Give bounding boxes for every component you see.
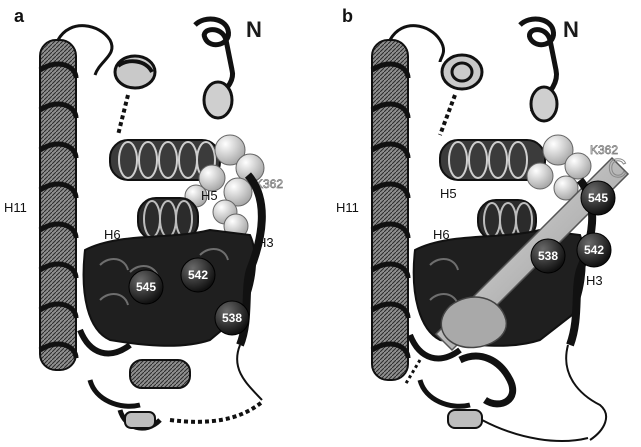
h11-label-b: H11 bbox=[336, 200, 359, 215]
helix-n-terminal-b bbox=[520, 19, 557, 121]
helix-top-small-b bbox=[442, 55, 482, 89]
helix-lower-b bbox=[410, 335, 588, 441]
residue-542-a: 542 bbox=[181, 258, 215, 292]
svg-text:545: 545 bbox=[136, 280, 156, 294]
h3-label-a: H3 bbox=[257, 235, 274, 250]
svg-text:538: 538 bbox=[538, 249, 558, 263]
residue-542-b: 542 bbox=[577, 233, 611, 267]
svg-text:538: 538 bbox=[222, 311, 242, 325]
panel-a-letter: a bbox=[14, 6, 25, 26]
svg-text:545: 545 bbox=[588, 191, 608, 205]
h5-label-a: H5 bbox=[201, 188, 218, 203]
n-terminus-label-a: N bbox=[246, 17, 262, 42]
h3-label-b: H3 bbox=[586, 273, 603, 288]
helix-top-small-a bbox=[115, 56, 155, 88]
h11-label-a: H11 bbox=[4, 200, 27, 215]
disordered-loop-top-a bbox=[118, 95, 128, 135]
svg-text:542: 542 bbox=[188, 268, 208, 282]
residue-545-b: 545 bbox=[581, 181, 615, 215]
c-terminus-label-b: C bbox=[608, 153, 627, 183]
panel-b: b N bbox=[336, 6, 628, 441]
svg-text:542: 542 bbox=[584, 243, 604, 257]
residue-538-b: 538 bbox=[531, 239, 565, 273]
residue-538-a: 538 bbox=[215, 301, 249, 335]
h5-label-b: H5 bbox=[440, 186, 457, 201]
helix-h11-a bbox=[40, 40, 76, 370]
helix-n-terminal-a bbox=[195, 19, 233, 118]
residue-545-a: 545 bbox=[129, 270, 163, 304]
disordered-loop-top-b bbox=[440, 95, 455, 135]
disordered-loop-bottom-a bbox=[170, 402, 262, 422]
helix-h11-b bbox=[372, 40, 408, 380]
panel-a: a N bbox=[4, 6, 283, 428]
n-terminus-label-b: N bbox=[563, 17, 579, 42]
panel-b-letter: b bbox=[342, 6, 353, 26]
